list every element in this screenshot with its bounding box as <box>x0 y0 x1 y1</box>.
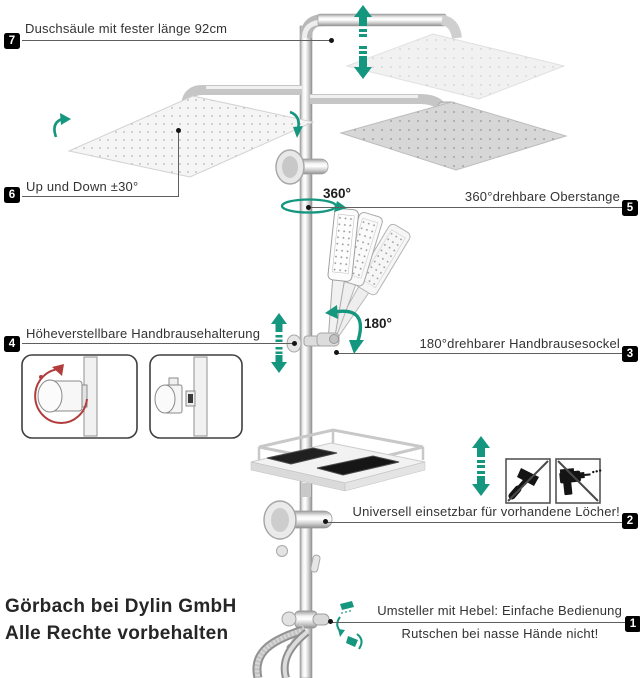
storage-shelf <box>250 428 426 497</box>
up-down-arrow-icon-shelf <box>472 436 490 496</box>
rain-head-left <box>67 95 315 178</box>
rotate-360-icon <box>280 198 347 214</box>
leader-line-6-vertical <box>178 130 179 196</box>
rights-text: Alle Rechte vorbehalten <box>5 623 229 644</box>
callout-label-4: Höheverstellbare Handbrausehalterung <box>26 326 261 341</box>
leader-line-7 <box>22 40 332 41</box>
leader-dot-4 <box>292 341 297 346</box>
leader-dot-3 <box>334 350 339 355</box>
callout-label-2: Universell einsetzbar für vorhandene Löc… <box>352 504 620 519</box>
diverter-rain-icon <box>340 601 354 610</box>
leader-line-1 <box>331 622 625 623</box>
callout-label-5: 360°drehbare Oberstange <box>464 189 620 204</box>
no-hammer-icon <box>505 458 551 504</box>
callout-badge-6: 6 <box>4 187 20 203</box>
leader-line-4 <box>22 343 295 344</box>
leader-line-3 <box>337 353 637 354</box>
leader-line-2 <box>326 522 637 523</box>
leader-dot-5 <box>306 205 311 210</box>
rain-head-lower-right <box>339 101 568 171</box>
rotation-360-label: 360° <box>323 186 351 201</box>
leader-dot-2 <box>323 519 328 524</box>
no-drill-icon <box>555 458 602 504</box>
top-bar <box>317 13 447 27</box>
leader-dot-6 <box>176 128 181 133</box>
rotate-180-icon <box>325 305 364 354</box>
callout-label-1b: Rutschen bei nasse Hände nicht! <box>401 626 599 641</box>
rotation-180-label: 180° <box>364 316 392 331</box>
diverter-mode-icons <box>336 601 363 650</box>
callout-badge-5: 5 <box>622 200 638 216</box>
callout-badge-2: 2 <box>622 513 638 529</box>
rotate-knob-red-icon <box>34 368 88 424</box>
callout-label-1: Umsteller mit Hebel: Einfache Bedienung <box>377 603 622 618</box>
callout-badge-3: 3 <box>622 346 638 362</box>
wall-bracket-upper <box>275 149 329 185</box>
leader-dot-7 <box>329 38 334 43</box>
leader-line-5 <box>310 207 635 208</box>
company-name: Görbach bei Dylin GmbH <box>5 596 237 617</box>
up-down-arrow-icon-holder <box>271 313 287 373</box>
wall-bracket-lower <box>263 500 333 540</box>
tilt-arrow-heads <box>60 113 303 138</box>
mount-detail-box-rotate <box>21 354 138 439</box>
leader-line-6 <box>22 196 179 197</box>
callout-label-6: Up und Down ±30° <box>26 179 139 194</box>
rain-head-upper-right <box>345 33 566 100</box>
leader-dot-1 <box>328 619 333 624</box>
callout-badge-7: 7 <box>4 33 20 49</box>
mount-detail-box-clamp <box>149 354 243 439</box>
shower-hose <box>252 625 310 678</box>
callout-badge-4: 4 <box>4 336 20 352</box>
callout-badge-1: 1 <box>625 616 640 632</box>
up-down-arrow-icon-top <box>354 5 372 79</box>
diverter-hand-icon <box>346 636 358 647</box>
callout-label-3: 180°drehbarer Handbrausesockel <box>419 336 620 351</box>
callout-label-7: Duschsäule mit fester länge 92cm <box>25 21 228 36</box>
